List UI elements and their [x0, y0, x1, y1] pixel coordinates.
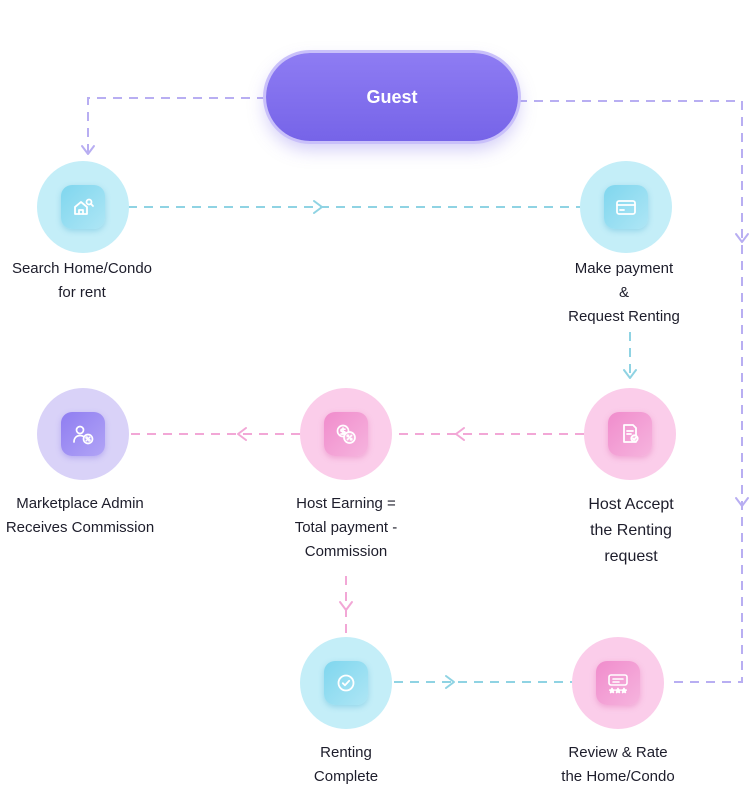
arrowhead-right-payment [313, 200, 323, 214]
guest-label: Guest [366, 86, 418, 107]
step-host-earning-line-2: Total payment - [294, 519, 398, 536]
coins-percent-icon [324, 412, 368, 456]
step-review-line-1: Review & Rate [568, 744, 668, 761]
step-host-earning-label: Host Earning = Total payment - Commissio… [270, 492, 422, 564]
document-check-icon [608, 412, 652, 456]
step-complete-line-2: Complete [313, 768, 379, 785]
step-payment-line-2: & [618, 284, 629, 301]
rating-stars-icon [596, 661, 640, 705]
step-host-earning-line-1: Host Earning = [296, 495, 396, 512]
arrowhead-left-earning [455, 427, 465, 441]
arrowhead-down-right-rail-1 [735, 233, 749, 243]
step-host-accept-line-3: request [604, 548, 658, 565]
step-payment-label: Make payment & Request Renting [548, 257, 700, 329]
step-complete-node [300, 637, 392, 729]
step-admin-label: Marketplace Admin Receives Commission [0, 492, 160, 540]
credit-card-icon [604, 185, 648, 229]
arrowhead-left-admin [237, 427, 247, 441]
step-admin-line-1: Marketplace Admin [16, 495, 144, 512]
step-search-line-1: Search Home/Condo [11, 260, 153, 277]
step-host-accept-line-2: the Renting [590, 522, 672, 539]
step-search-node [37, 161, 129, 253]
connector-guest-to-search [87, 97, 266, 152]
step-review-node [572, 637, 664, 729]
step-host-accept-label: Host Accept the Renting request [560, 492, 702, 570]
step-admin-line-2: Receives Commission [5, 519, 155, 536]
guest-start-node: Guest [266, 53, 518, 141]
check-circle-icon [324, 661, 368, 705]
arrowhead-down-right-rail-2 [735, 497, 749, 507]
house-search-icon [61, 185, 105, 229]
step-payment-line-1: Make payment [574, 260, 674, 277]
step-search-line-2: for rent [58, 284, 106, 301]
step-host-accept-node [584, 388, 676, 480]
step-complete-label: Renting Complete [286, 741, 406, 789]
arrowhead-down-complete [339, 601, 353, 611]
step-review-line-2: the Home/Condo [561, 768, 675, 785]
connector-guest-to-review [518, 100, 743, 683]
step-host-accept-line-1: Host Accept [588, 496, 674, 513]
step-payment-node [580, 161, 672, 253]
step-payment-line-3: Request Renting [568, 308, 680, 325]
step-search-label: Search Home/Condo for rent [0, 257, 164, 305]
user-percent-icon [61, 412, 105, 456]
arrowhead-down-accept [623, 369, 637, 379]
arrowhead-right-review [445, 675, 455, 689]
step-complete-line-1: Renting [320, 744, 372, 761]
step-review-label: Review & Rate the Home/Condo [546, 741, 690, 789]
arrowhead-down-search [81, 145, 95, 155]
step-host-earning-node [300, 388, 392, 480]
step-admin-node [37, 388, 129, 480]
step-host-earning-line-3: Commission [304, 543, 388, 560]
